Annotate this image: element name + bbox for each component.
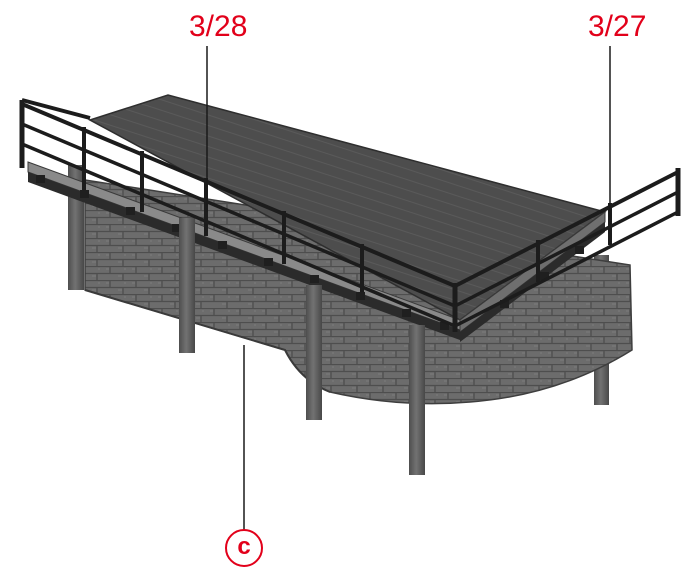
part-number-label-left: 3/28	[189, 10, 248, 43]
railing-long-side	[19, 98, 458, 332]
beam-brackets	[36, 175, 584, 330]
part-number-label-right: 3/27	[588, 10, 647, 43]
front-pillars	[179, 218, 425, 475]
circle-callout-c: c	[225, 529, 263, 567]
callout-leaders	[206, 46, 611, 530]
